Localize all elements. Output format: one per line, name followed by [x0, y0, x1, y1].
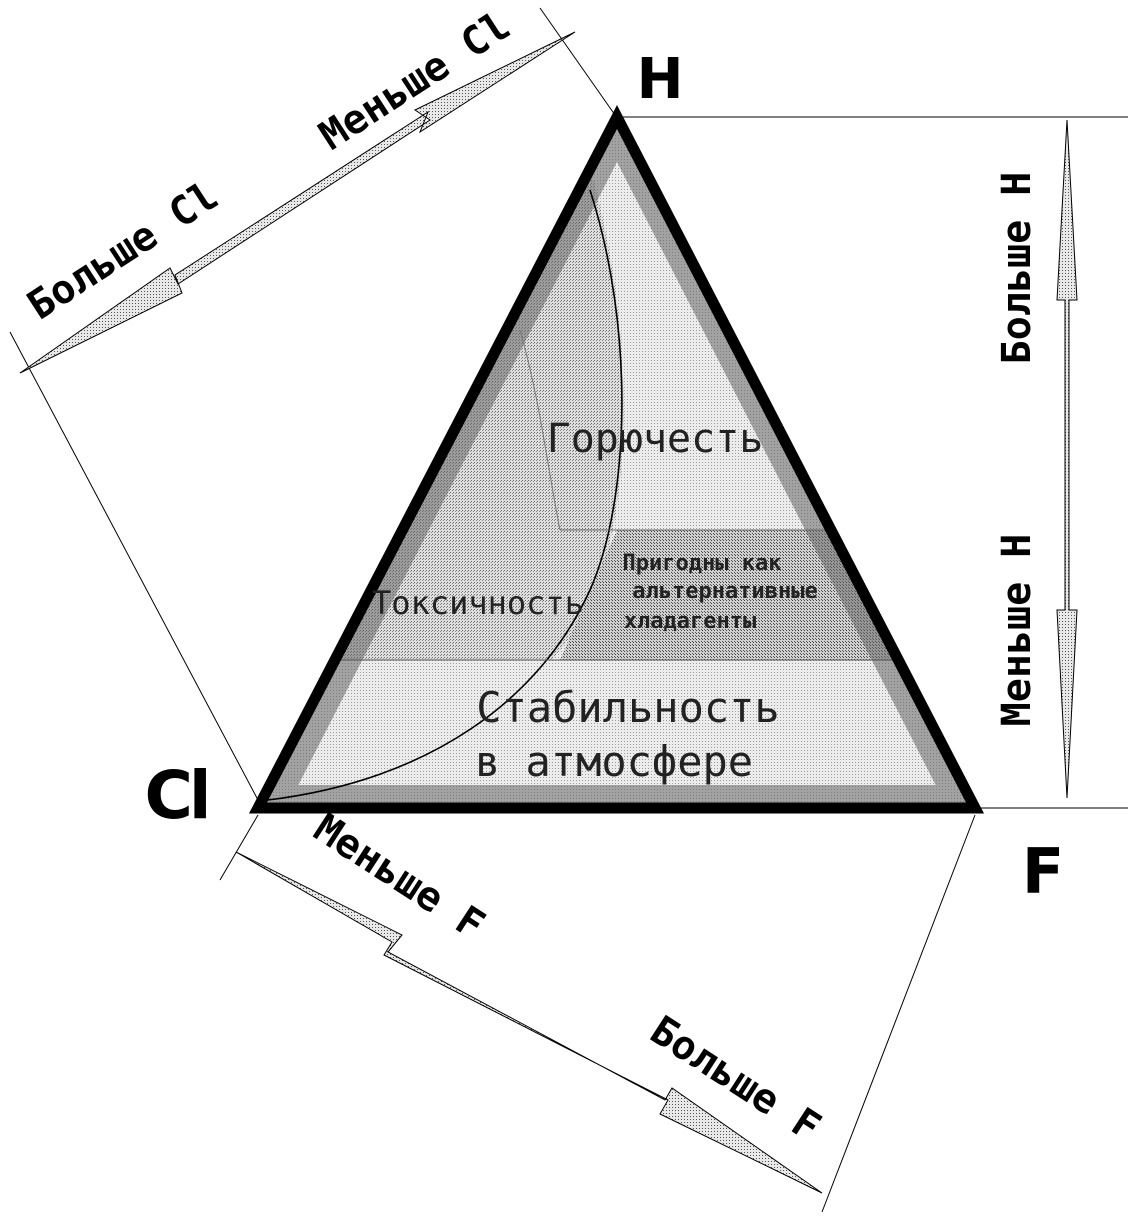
- region-boundaries: [267, 189, 892, 801]
- toxicity-boundary-curve: [267, 189, 623, 801]
- toxicity-label: Токсичность: [372, 584, 584, 622]
- cl-axis-guide-top: [539, 7, 616, 116]
- stability-line1-label: Стабильность: [476, 683, 779, 732]
- construction-lines: [9, 7, 1128, 1213]
- triangle-outline: [248, 105, 985, 814]
- flammability-boundary-curve: [519, 329, 561, 531]
- vertex-cl-label: Cl: [144, 757, 207, 834]
- h-less-label: Меньше H: [994, 534, 1040, 727]
- h-more-label: Больше H: [994, 172, 1040, 365]
- h-axis-arrow: [1056, 119, 1078, 799]
- vertex-f-label: F: [1022, 835, 1064, 908]
- f-more-label: Больше F: [642, 1007, 829, 1151]
- suitable-line3-label: хладагенты: [624, 609, 756, 634]
- flammability-label: Горючесть: [547, 416, 764, 462]
- cl-axis-arrow: [19, 31, 576, 374]
- axis-arrows: [19, 31, 1078, 1194]
- vertex-h-label: H: [637, 47, 684, 112]
- f-axis-arrow: [235, 851, 823, 1194]
- stability-line2-label: в атмосфере: [475, 737, 753, 786]
- suitable-line2-label: альтернативные: [632, 579, 817, 604]
- f-axis-guide-left: [219, 814, 259, 881]
- suitable-line1-label: Пригодны как: [623, 551, 782, 576]
- cl-axis-guide-bottom: [9, 331, 259, 801]
- f-less-label: Меньше F: [306, 805, 493, 949]
- f-axis-guide-right: [821, 814, 976, 1213]
